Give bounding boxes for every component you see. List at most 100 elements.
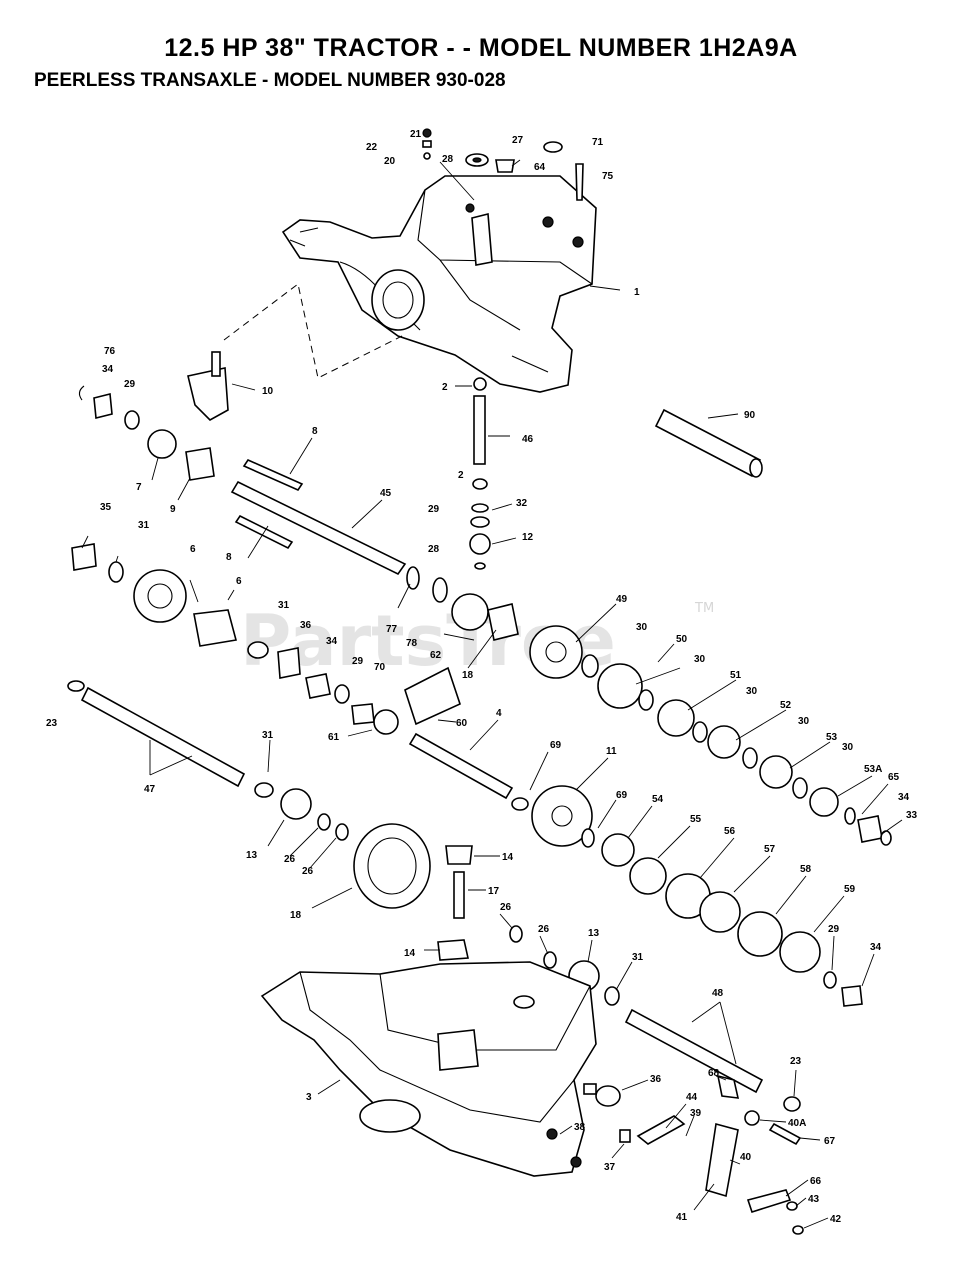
callout-34-b: 34 (326, 636, 338, 647)
callout-22: 22 (366, 142, 378, 153)
callout-23-b: 23 (790, 1056, 802, 1067)
callout-35: 35 (100, 502, 112, 513)
callout-49: 49 (616, 594, 628, 605)
callout-32: 32 (516, 498, 528, 509)
left-small-parts (78, 385, 215, 481)
callout-53: 53 (826, 732, 838, 743)
callout-2-b: 2 (458, 470, 464, 481)
vertical-shaft-46 (469, 377, 491, 570)
callout-69-b: 69 (616, 790, 628, 801)
callout-65: 65 (888, 772, 900, 783)
callout-17: 17 (488, 886, 500, 897)
watermark-tm: TM (694, 601, 714, 616)
callout-30-d: 30 (798, 716, 810, 727)
callout-53a: 53A (864, 764, 882, 775)
callout-28-b: 28 (428, 544, 440, 555)
callout-43: 43 (808, 1194, 820, 1205)
callout-75: 75 (602, 171, 614, 182)
callout-29-b: 29 (428, 504, 440, 515)
cylinder-90 (654, 408, 762, 478)
callout-30-c: 30 (746, 686, 758, 697)
shifter-linkage (583, 1074, 804, 1235)
callout-76: 76 (104, 346, 116, 357)
callout-78: 78 (406, 638, 418, 649)
callout-42: 42 (830, 1214, 842, 1225)
callout-29-d: 29 (828, 924, 840, 935)
callout-52: 52 (780, 700, 792, 711)
callout-13-a: 13 (246, 850, 258, 861)
callout-21: 21 (410, 129, 422, 140)
callout-56: 56 (724, 826, 736, 837)
callout-39: 39 (690, 1108, 702, 1119)
callout-4: 4 (496, 708, 502, 719)
callout-33: 33 (906, 810, 918, 821)
callout-30-e: 30 (842, 742, 854, 753)
diagram-title: 12.5 HP 38" TRACTOR - - MODEL NUMBER 1H2… (164, 34, 798, 62)
callout-69-a: 69 (550, 740, 562, 751)
axle-47 (80, 686, 246, 788)
callout-6-b: 6 (236, 576, 242, 587)
callout-11: 11 (606, 746, 617, 757)
lower-housing (260, 961, 597, 1177)
callout-29-c: 29 (352, 656, 364, 667)
callout-40a: 40A (788, 1118, 806, 1129)
callout-9: 9 (170, 504, 176, 515)
callout-1: 1 (634, 287, 640, 298)
callout-55: 55 (690, 814, 702, 825)
callout-2-a: 2 (442, 382, 448, 393)
callout-44: 44 (686, 1092, 698, 1103)
callout-71: 71 (592, 137, 604, 148)
callout-64: 64 (534, 162, 546, 173)
brake-shaft-45 (230, 480, 407, 576)
leader-lines (81, 159, 903, 1229)
callout-54: 54 (652, 794, 664, 805)
upper-housing (281, 175, 597, 393)
callout-29-a: 29 (124, 379, 136, 390)
callout-10: 10 (262, 386, 274, 397)
callout-66: 66 (810, 1176, 822, 1187)
callout-7: 7 (136, 482, 142, 493)
callout-14-a: 14 (502, 852, 514, 863)
callout-26-a: 26 (284, 854, 296, 865)
callout-59: 59 (844, 884, 856, 895)
callout-70: 70 (374, 662, 386, 673)
callout-36-a: 36 (300, 620, 312, 631)
middle-gears (247, 566, 519, 735)
callout-30-b: 30 (694, 654, 706, 665)
callout-46: 46 (522, 434, 534, 445)
differential (280, 785, 635, 1006)
callout-57: 57 (764, 844, 776, 855)
callout-26-b: 26 (302, 866, 314, 877)
callout-18-a: 18 (462, 670, 474, 681)
callout-27: 27 (512, 135, 524, 146)
callout-18-b: 18 (290, 910, 302, 921)
callout-67: 67 (824, 1136, 836, 1147)
callout-51: 51 (730, 670, 742, 681)
lower-gears (629, 857, 863, 1007)
callout-36-b: 36 (650, 1074, 662, 1085)
callout-31-b: 31 (278, 600, 290, 611)
callout-90: 90 (744, 410, 756, 421)
left-gears (71, 543, 237, 647)
shift-pin (211, 351, 221, 377)
callout-61: 61 (328, 732, 340, 743)
callout-47: 47 (144, 784, 156, 795)
callout-8-a: 8 (312, 426, 318, 437)
callout-30-a: 30 (636, 622, 648, 633)
callout-34-a: 34 (102, 364, 114, 375)
callout-31-d: 31 (632, 952, 644, 963)
callout-23-a: 23 (46, 718, 58, 729)
callout-77: 77 (386, 624, 398, 635)
callout-6-a: 6 (190, 544, 196, 555)
callout-13-b: 13 (588, 928, 600, 939)
top-hardware (422, 128, 584, 201)
callout-31-a: 31 (138, 520, 150, 531)
shaft-4 (408, 732, 514, 800)
callout-40: 40 (740, 1152, 752, 1163)
callout-8-b: 8 (226, 552, 232, 563)
callout-38: 38 (574, 1122, 586, 1133)
callout-48: 48 (712, 988, 724, 999)
callout-34-d: 34 (870, 942, 882, 953)
callout-28-top: 28 (442, 154, 454, 165)
